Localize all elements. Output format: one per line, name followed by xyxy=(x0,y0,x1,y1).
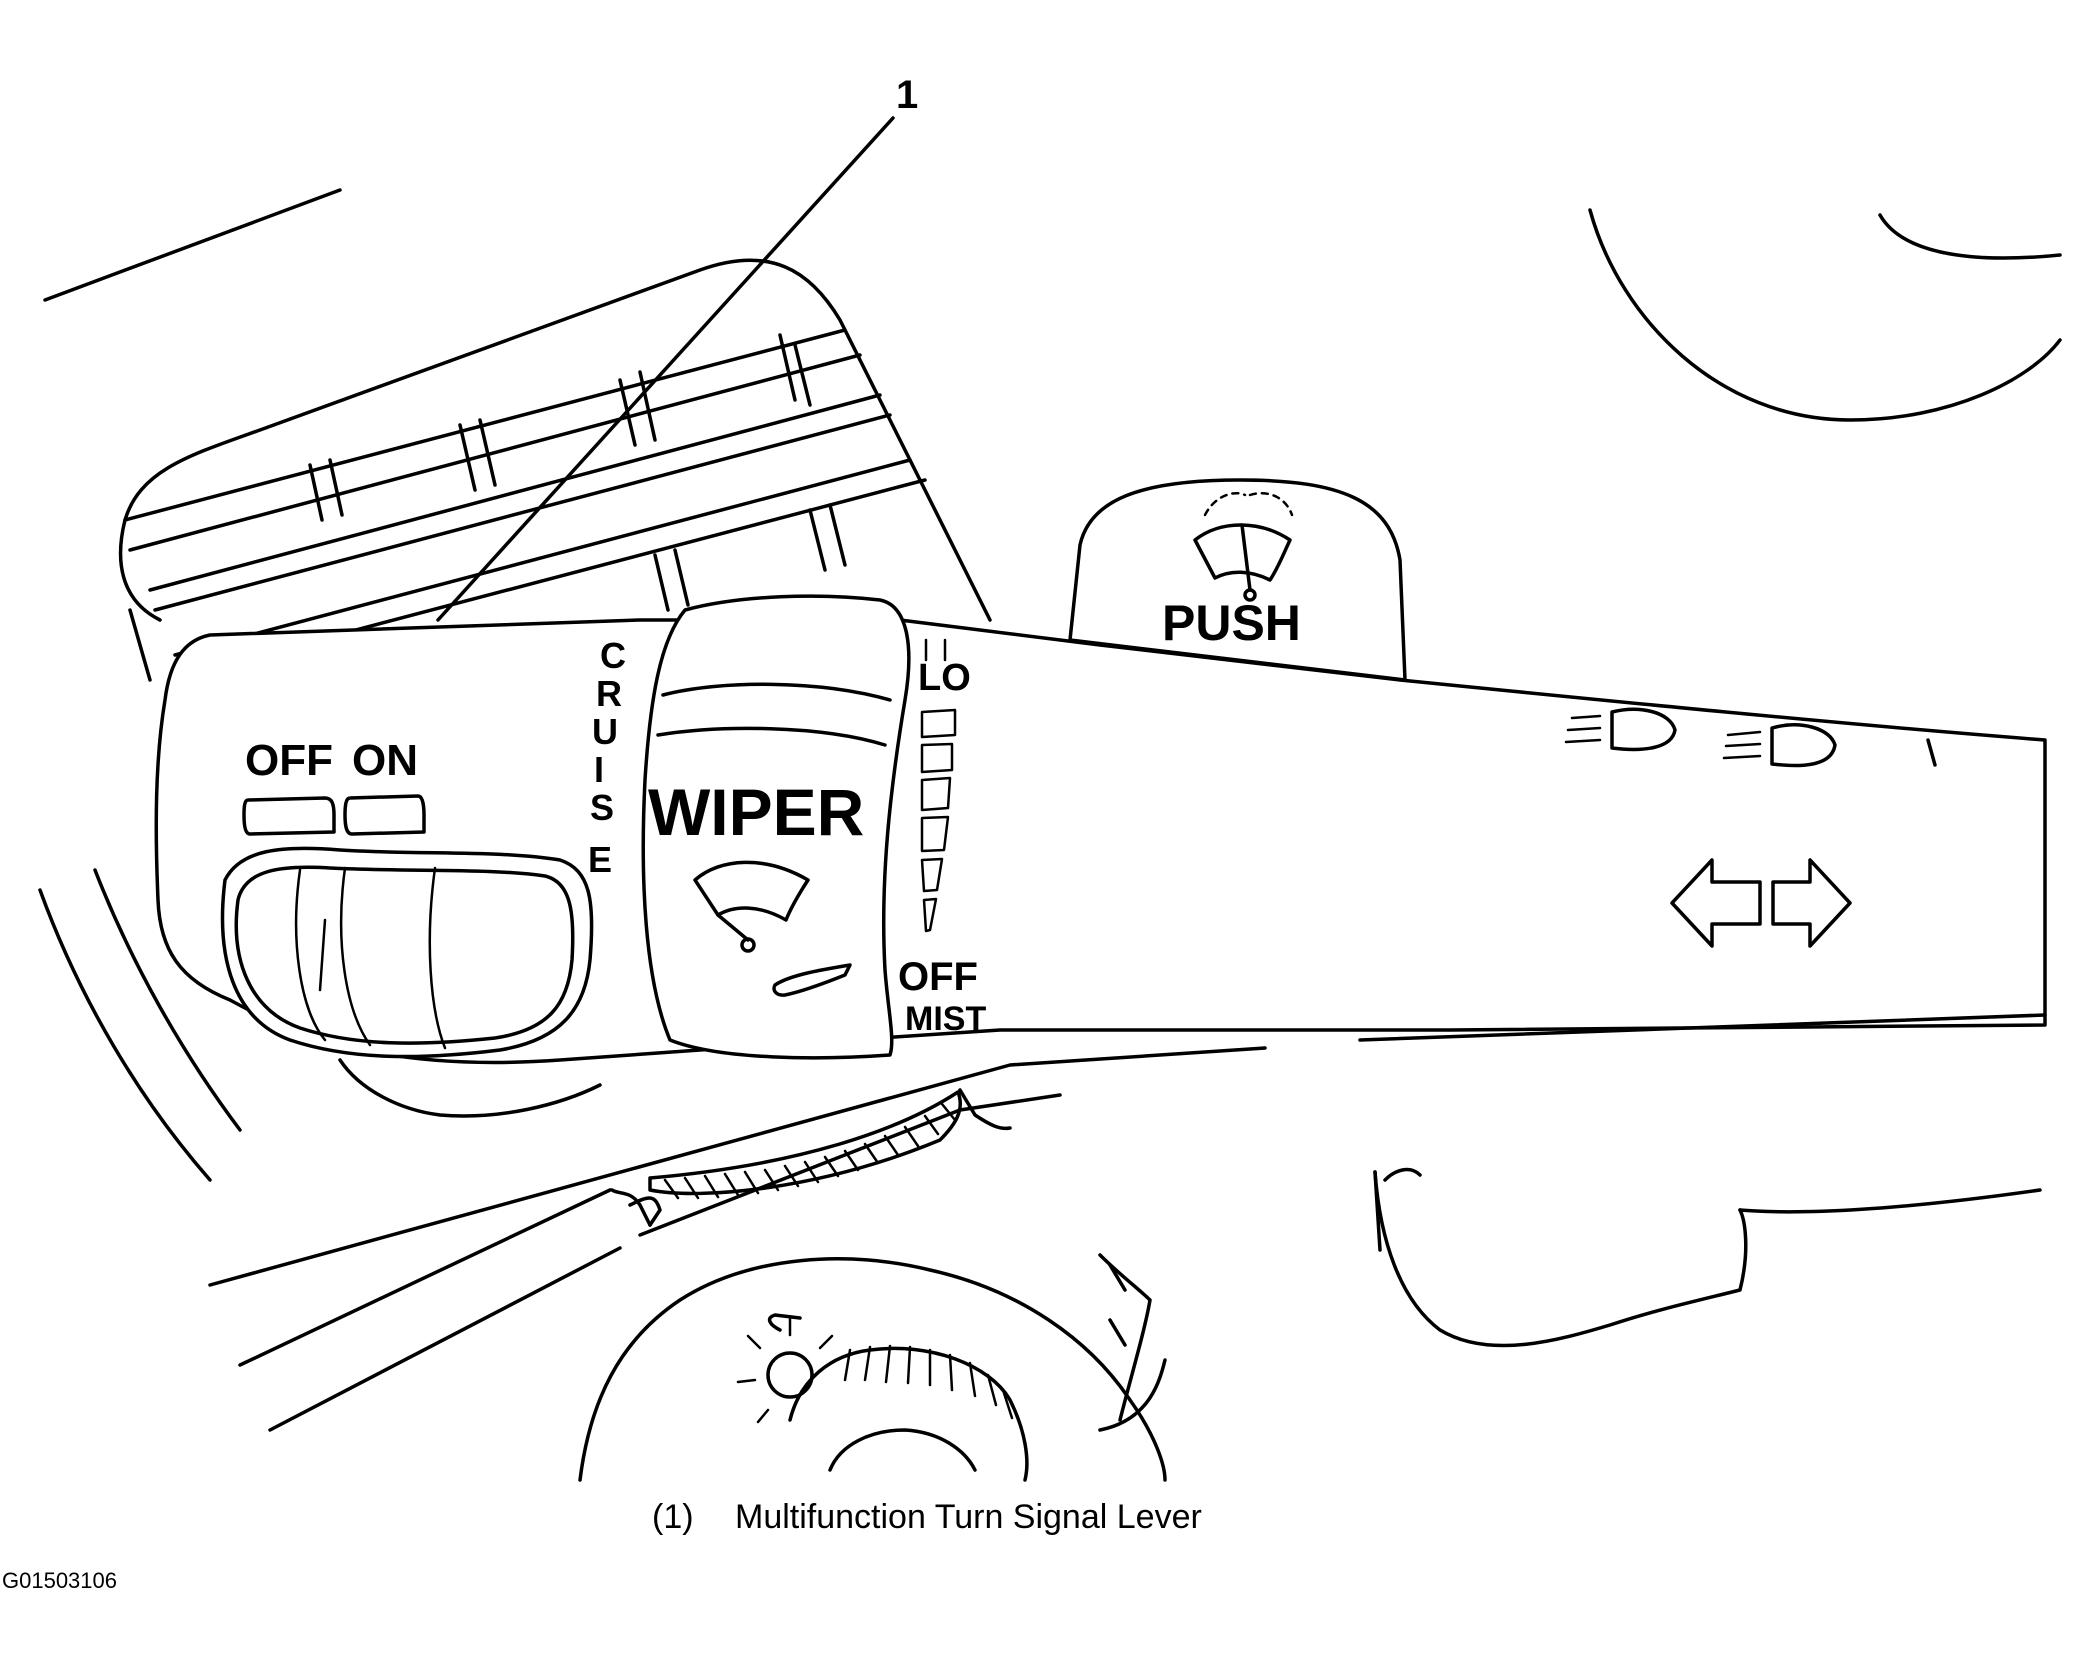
cruise-letter: E xyxy=(588,839,612,880)
cruise-letter: C xyxy=(600,635,626,676)
cruise-thumbwheel xyxy=(220,846,594,1059)
caption-index: (1) xyxy=(652,1498,694,1536)
dashboard-edge-lines xyxy=(43,188,342,302)
cruise-vertical-label: C R U I S E xyxy=(588,635,626,880)
cruise-letter: S xyxy=(590,787,614,828)
callout-leader xyxy=(436,116,895,622)
wiper-lo-label: LO xyxy=(918,657,971,699)
headlamp-beam-icons xyxy=(1564,707,1937,768)
cruise-indicator-boxes xyxy=(242,794,426,836)
wiper-symbol-icon xyxy=(693,860,852,997)
cruise-letter: I xyxy=(594,749,604,790)
column-shroud xyxy=(118,258,992,682)
left-trim-lines xyxy=(38,868,242,1182)
figure-id: G01503106 xyxy=(2,1568,117,1593)
callout-number: 1 xyxy=(896,73,918,117)
wiper-speed-ramp xyxy=(920,638,957,933)
wiper-collar xyxy=(641,594,911,1060)
cruise-letter: U xyxy=(592,711,618,752)
wiper-mist-label: MIST xyxy=(905,1000,986,1038)
washer-spray-icon xyxy=(1193,491,1294,602)
headlamp-switch xyxy=(578,1257,1167,1482)
cruise-on-label: ON xyxy=(352,736,418,785)
caption-text: Multifunction Turn Signal Lever xyxy=(735,1498,1202,1536)
wiper-label: WIPER xyxy=(648,775,864,849)
lower-column xyxy=(208,1013,2047,1432)
steering-wheel-arcs xyxy=(1588,208,2062,422)
push-label: PUSH xyxy=(1162,595,1301,651)
cruise-letter: R xyxy=(596,673,622,714)
lower-right-trim xyxy=(1098,1167,2042,1432)
wiper-off-label: OFF xyxy=(898,955,978,999)
cruise-off-label: OFF xyxy=(245,736,333,785)
wiper-push-button xyxy=(1068,478,1407,682)
turn-signal-arrows-icon xyxy=(1670,858,1852,948)
